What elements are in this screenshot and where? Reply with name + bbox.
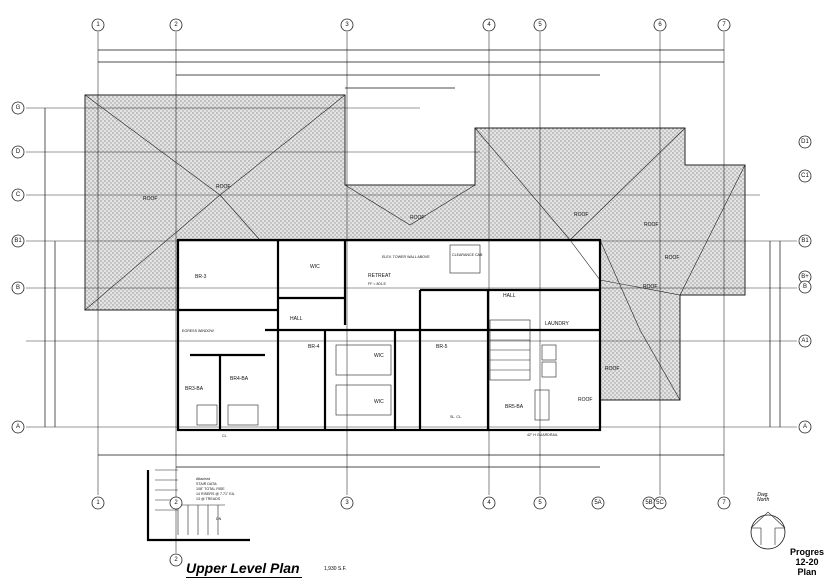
svg-text:1: 1 [96,22,100,28]
svg-text:ROOF: ROOF [143,196,157,202]
svg-text:A: A [803,424,807,430]
svg-text:B: B [16,285,20,291]
plan-title: Upper Level Plan [186,560,302,578]
svg-text:5: 5 [538,500,542,506]
svg-text:7: 7 [722,500,726,506]
svg-text:STAIR DATA:: STAIR DATA: [196,482,217,486]
grid-bubbles-left: G D C B1 B A [11,101,25,434]
exterior-stair [146,469,250,542]
stamp-line3: Plan [797,567,817,577]
dimension-lines [44,49,781,468]
svg-text:2: 2 [174,557,178,563]
svg-text:A1: A1 [801,338,809,344]
svg-text:4: 4 [487,22,491,28]
svg-text:BR5-BA: BR5-BA [505,404,524,410]
svg-text:3: 3 [345,500,349,506]
svg-text:DN: DN [216,517,222,521]
svg-text:EGRESS WINDOW: EGRESS WINDOW [182,329,214,333]
svg-text:HALL: HALL [290,316,303,322]
svg-text:ROOF: ROOF [578,397,592,403]
grid-bubbles-bottom: 1 2 3 4 5 5A 5B 5C 7 2 [91,496,731,567]
svg-text:WIC: WIC [310,264,320,270]
svg-text:ELEV. TOWER WALL ABOVE: ELEV. TOWER WALL ABOVE [382,255,430,259]
svg-text:ROOF: ROOF [665,255,679,261]
svg-text:B: B [803,284,807,290]
svg-text:108" TOTAL RISE: 108" TOTAL RISE [196,487,225,491]
svg-text:5: 5 [538,22,542,28]
svg-text:ROOF: ROOF [644,222,658,228]
north-arrow-icon [750,511,786,550]
svg-text:ROOF: ROOF [410,215,424,221]
building-walls [176,238,602,432]
svg-text:FF = 801.5': FF = 801.5' [368,282,386,286]
stair-note: Attached STAIR DATA: 108" TOTAL RISE 14 … [196,477,235,521]
svg-text:RETREAT: RETREAT [368,273,391,279]
svg-text:2: 2 [174,22,178,28]
svg-text:C1: C1 [801,173,809,179]
north-label: Dwg. North [757,493,769,503]
svg-text:WIC: WIC [374,353,384,359]
svg-text:BR3-BA: BR3-BA [185,386,204,392]
svg-text:HALL: HALL [503,293,516,299]
svg-text:42" H GUARDRAIL: 42" H GUARDRAIL [527,433,558,437]
svg-text:A: A [16,424,20,430]
svg-text:ROOF: ROOF [605,366,619,372]
svg-text:7: 7 [722,22,726,28]
plan-area: 1,930 S.F. [324,566,347,572]
svg-text:BR-4: BR-4 [308,344,320,350]
svg-text:13 @ TREADS: 13 @ TREADS [196,497,221,501]
svg-text:G: G [16,105,21,111]
svg-text:D1: D1 [801,139,809,145]
svg-text:5A: 5A [594,500,601,506]
grid-lines [26,32,797,553]
svg-text:B+: B+ [801,274,809,280]
grid-bubbles-right: D1 C1 B1 B+ B A1 A [798,135,812,434]
svg-text:2: 2 [174,500,178,506]
svg-text:Attached: Attached [196,477,210,481]
svg-text:1: 1 [96,500,100,506]
north-label-line2: North [757,497,770,503]
svg-text:3: 3 [345,22,349,28]
svg-text:4: 4 [487,500,491,506]
grid-bubbles-top: 1 2 3 4 5 6 7 [91,18,731,32]
roof-labels: ROOF ROOF ROOF ROOF ROOF ROOF ROOF ROOF … [143,184,679,403]
svg-text:CLEARANCE CAB: CLEARANCE CAB [452,253,483,257]
svg-text:C: C [16,192,21,198]
svg-text:SL. CL.: SL. CL. [450,415,462,419]
stamp-line1: Progres [790,547,825,557]
svg-text:B1: B1 [14,238,22,244]
svg-text:14 RISERS @ 7.71" EA.: 14 RISERS @ 7.71" EA. [196,492,235,496]
svg-text:BR-5: BR-5 [436,344,448,350]
room-labels: BR-3 WIC HALL RETREAT FF = 801.5' ELEV. … [182,253,569,438]
svg-text:LAUNDRY: LAUNDRY [545,321,569,327]
roof-areas [84,94,746,401]
svg-text:BR-3: BR-3 [195,274,207,280]
north-label-line1: Dwg. [757,492,769,498]
progress-stamp: Progres 12-20 Plan [790,547,824,577]
svg-text:ROOF: ROOF [216,184,230,190]
svg-text:WIC: WIC [374,399,384,405]
svg-text:6: 6 [658,22,662,28]
svg-text:CL: CL [222,434,227,438]
stamp-line2: 12-20 [795,557,819,567]
svg-text:ROOF: ROOF [643,284,657,290]
svg-text:B1: B1 [801,238,809,244]
svg-text:D: D [16,149,21,155]
svg-text:5B: 5B [645,500,652,506]
svg-text:5C: 5C [656,500,664,506]
svg-text:ROOF: ROOF [574,212,588,218]
svg-text:BR4-BA: BR4-BA [230,376,249,382]
